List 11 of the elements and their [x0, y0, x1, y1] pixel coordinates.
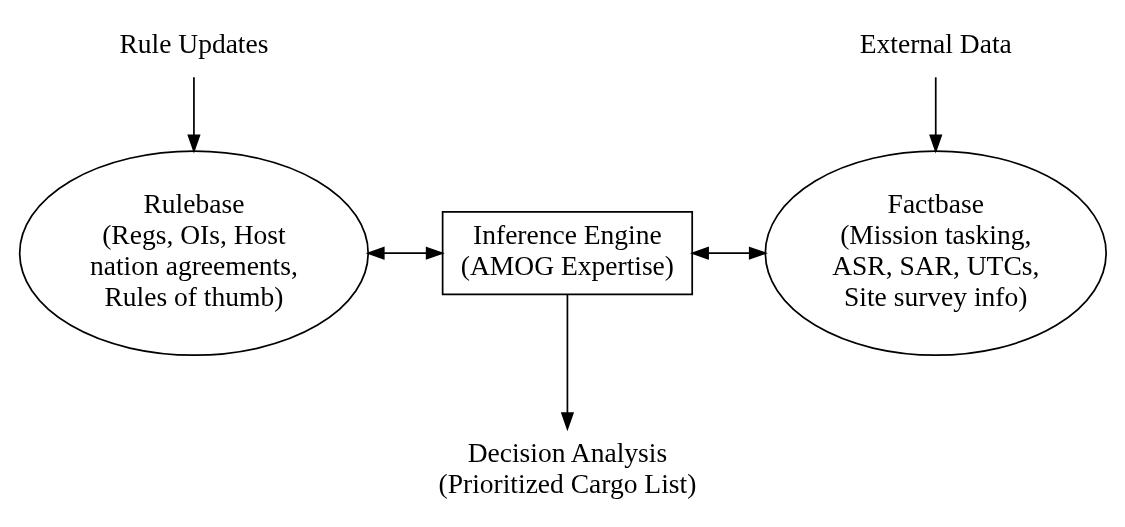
node-ellipse: Rulebase (Regs, OIs, Host nation agreements, Rules of thumb): [18, 150, 369, 357]
node-text: Rule Updates: [118, 27, 268, 59]
arrow: [560, 293, 574, 432]
arrow: [689, 246, 768, 260]
node-box: Inference Engine (AMOG Expertise): [441, 211, 693, 296]
node-text: Decision Analysis (Prioritized Cargo List): [438, 436, 696, 499]
arrow: [928, 76, 942, 154]
node-text: External Data: [859, 27, 1012, 59]
node-ellipse: Factbase (Mission tasking, ASR, SAR, UTCs, Site survey info): [764, 150, 1107, 357]
arrow: [186, 76, 201, 154]
arrow: [365, 246, 445, 260]
